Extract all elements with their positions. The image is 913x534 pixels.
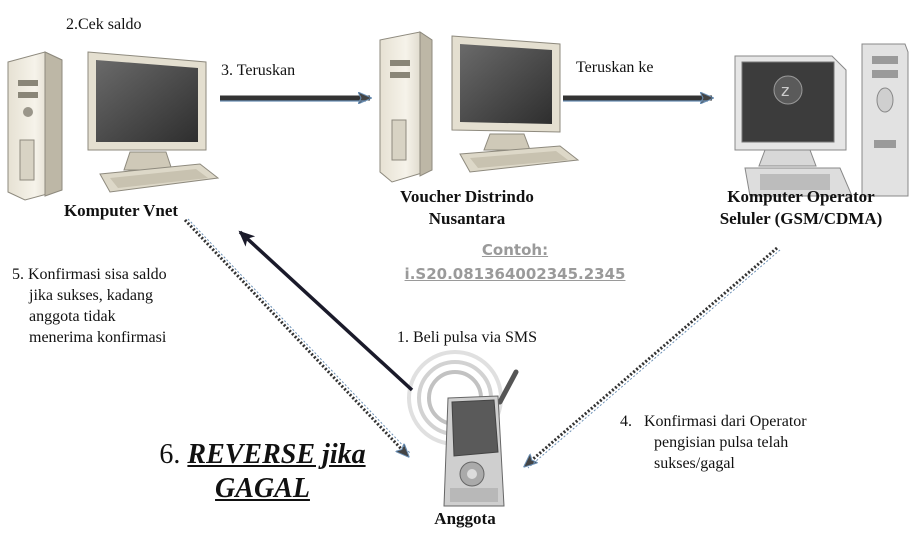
konfirmasi-operator-line-2: pengisian pulsa telah <box>654 434 789 451</box>
konfirmasi-saldo-line-2: jika sukses, kadang <box>29 287 153 304</box>
konfirmasi-operator-line-3: sukses/gagal <box>654 455 735 472</box>
svg-text:z: z <box>781 81 789 100</box>
step-teruskan: 3. Teruskan <box>221 62 296 79</box>
reverse-line-1: REVERSE jika <box>187 439 366 470</box>
label-voucher-line-2: Nusantara <box>428 209 506 228</box>
step-cek-saldo: 2.Cek saldo <box>66 16 142 33</box>
label-anggota: Anggota <box>434 509 496 528</box>
konfirmasi-saldo-line-4: menerima konfirmasi <box>29 329 167 346</box>
arrow-konfirmasi-saldo <box>183 218 408 456</box>
step-teruskan-ke: Teruskan ke <box>576 59 654 76</box>
konfirmasi-saldo-line-1: 5. Konfirmasi sisa saldo <box>12 266 167 283</box>
computer-voucher-icon <box>379 31 580 183</box>
computer-vnet-icon <box>7 51 220 201</box>
label-voucher: Voucher Distrindo Nusantara <box>372 186 562 230</box>
konfirmasi-operator-line-1: 4. Konfirmasi dari Operator <box>620 413 807 430</box>
konfirmasi-saldo-line-3: anggota tidak <box>29 308 116 325</box>
example-block: Contoh: i.S20.081364002345.2345 <box>380 238 650 286</box>
label-voucher-line-1: Voucher Distrindo <box>400 187 534 206</box>
phone-icon <box>407 350 519 507</box>
reverse-note: 6. REVERSE jika GAGAL <box>140 438 385 506</box>
reverse-number: 6. <box>159 439 188 470</box>
example-code: i.S20.081364002345.2345 <box>404 265 626 283</box>
example-title: Contoh: <box>481 241 549 259</box>
arrow-beli-pulsa <box>238 230 414 392</box>
step-konfirmasi-saldo: 5. Konfirmasi sisa saldo jika sukses, ka… <box>12 264 167 348</box>
step-konfirmasi-operator: 4. Konfirmasi dari Operator pengisian pu… <box>620 411 807 474</box>
step-beli-pulsa: 1. Beli pulsa via SMS <box>397 329 538 346</box>
label-operator-line-2: Seluler (GSM/CDMA) <box>719 209 883 228</box>
reverse-line-2: GAGAL <box>215 473 310 504</box>
label-komputer-vnet: Komputer Vnet <box>63 201 179 220</box>
label-operator-line-1: Komputer Operator <box>727 187 875 206</box>
label-operator: Komputer Operator Seluler (GSM/CDMA) <box>690 186 912 230</box>
computer-operator-icon: z <box>734 43 909 197</box>
arrow-konfirmasi-operator <box>525 246 778 466</box>
